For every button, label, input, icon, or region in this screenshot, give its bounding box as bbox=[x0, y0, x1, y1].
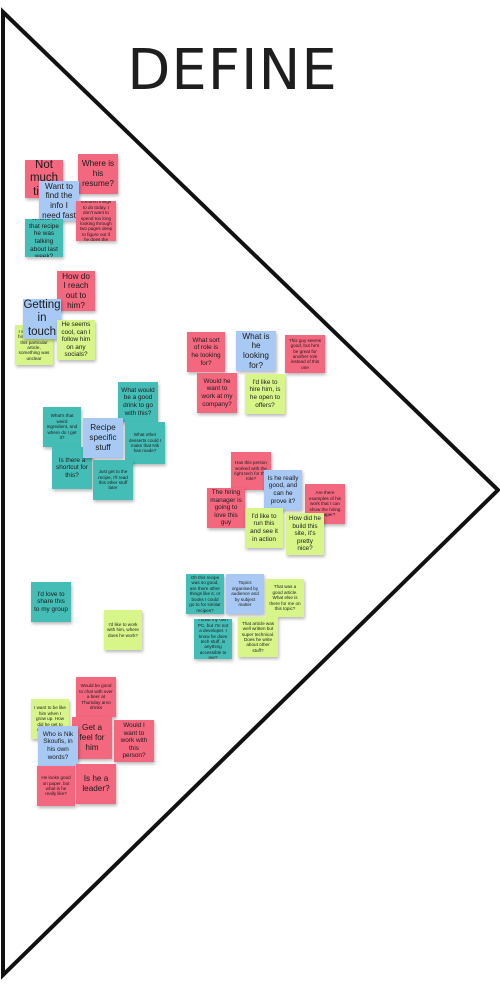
sticky-note[interactable]: How do I reach out to him? bbox=[57, 271, 95, 311]
sticky-note[interactable]: Is he a leader? bbox=[76, 764, 116, 804]
sticky-note[interactable]: Just get to the recipe, I'll read this o… bbox=[93, 460, 133, 500]
sticky-note[interactable]: Is he really good, and can he prove it? bbox=[264, 470, 302, 510]
sticky-note[interactable]: What is he looking for? bbox=[236, 331, 276, 371]
sticky-note[interactable]: I'd like to hire him, is he open to offe… bbox=[245, 374, 285, 414]
sticky-note[interactable]: Want to find the info I need fast bbox=[39, 181, 79, 221]
sticky-note[interactable]: What sort of role is he looking for? bbox=[187, 332, 225, 372]
sticky-note[interactable]: What other desserts could I make that Ni… bbox=[125, 422, 165, 464]
sticky-note[interactable]: He looks good on paper, but what is he r… bbox=[37, 766, 75, 806]
sticky-note[interactable]: That article was well written but super … bbox=[238, 617, 278, 657]
sticky-note[interactable]: Getting in touch bbox=[23, 299, 61, 339]
sticky-note[interactable]: What would be a good drink to go with th… bbox=[118, 382, 158, 422]
sticky-note[interactable]: I'd like to run this and see it in actio… bbox=[245, 508, 283, 548]
sticky-note[interactable]: The hiring manager is going to love this… bbox=[207, 488, 245, 528]
board-title: DEFINE bbox=[127, 38, 338, 103]
sticky-note[interactable]: Where is his resume? bbox=[78, 154, 118, 194]
sticky-note[interactable]: I've got a hundred things to do today. I… bbox=[76, 201, 116, 241]
sticky-note[interactable]: Who is Nik Skoufis, in his own words? bbox=[38, 726, 78, 766]
sticky-note[interactable]: Get a feel for him bbox=[72, 717, 112, 759]
sticky-note[interactable]: Where is that recipe he was talking abou… bbox=[25, 219, 63, 257]
sticky-note[interactable]: Recipe specific stuff bbox=[83, 418, 123, 458]
sticky-note[interactable]: I'd like to work with him, where does he… bbox=[104, 610, 142, 650]
sticky-note[interactable]: What's that weird ingredient, and where … bbox=[43, 407, 81, 447]
sticky-note[interactable]: Oh this recipe was so good, are there ot… bbox=[186, 574, 224, 614]
sticky-note[interactable]: Would be good to chat with over a beer a… bbox=[76, 677, 116, 717]
sticky-note[interactable]: Would I want to work with this person? bbox=[114, 720, 154, 762]
sticky-note[interactable]: That was a good article. What else is th… bbox=[266, 579, 304, 617]
sticky-note[interactable]: How did he build this site, it's pretty … bbox=[286, 513, 324, 555]
sticky-note[interactable]: I'd love to share this to my group bbox=[31, 582, 71, 622]
sticky-note[interactable]: Topics organised by audience and by subj… bbox=[226, 574, 264, 614]
sticky-note[interactable]: I build my own PC, but I'm not a develop… bbox=[194, 619, 232, 659]
sticky-note[interactable]: This guy seems good, but he's be great f… bbox=[285, 335, 325, 373]
sticky-note[interactable]: Would he want to work at my company? bbox=[197, 373, 237, 413]
sticky-note[interactable]: He seems cool, can I follow him on any s… bbox=[57, 320, 95, 360]
